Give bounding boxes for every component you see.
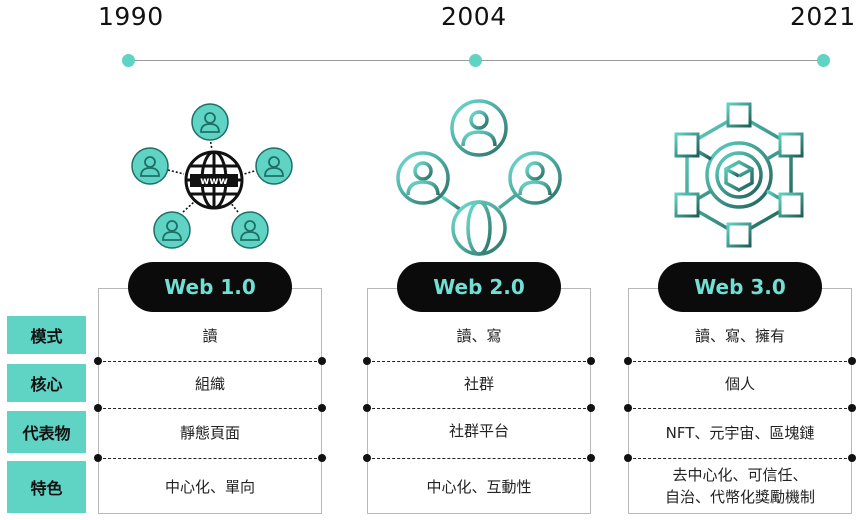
divider — [624, 404, 856, 412]
year-2021: 2021 — [790, 2, 856, 31]
web1-feature: 中心化、單向 — [164, 478, 255, 496]
web3-title: Web 3.0 — [658, 262, 822, 312]
social-network-icon — [395, 98, 565, 262]
web3-feature: 去中心化、可信任、 自治、代幣化獎勵機制 — [664, 466, 815, 506]
web2-mode: 讀、寫 — [456, 327, 502, 345]
divider — [624, 454, 856, 462]
globe-network-icon: www — [128, 100, 298, 260]
web1-title: Web 1.0 — [128, 262, 292, 312]
web1-column — [98, 288, 322, 514]
divider — [94, 357, 326, 365]
web2-core: 社群 — [463, 375, 494, 393]
timeline-dot-2004 — [469, 54, 482, 67]
row-label-feature: 特色 — [7, 461, 86, 513]
row-label-core: 核心 — [7, 364, 86, 402]
svg-text:www: www — [200, 176, 228, 187]
year-1990: 1990 — [98, 2, 164, 31]
divider — [363, 357, 595, 365]
web1-core: 組織 — [194, 375, 225, 393]
row-label-representative: 代表物 — [7, 411, 86, 453]
web2-title: Web 2.0 — [397, 262, 561, 312]
web3-core: 個人 — [724, 375, 755, 393]
timeline-dot-1990 — [122, 54, 135, 67]
divider — [363, 404, 595, 412]
year-2004: 2004 — [441, 2, 507, 31]
timeline-dot-2021 — [817, 54, 830, 67]
blockchain-hexagon-icon — [664, 100, 814, 254]
divider — [94, 454, 326, 462]
web2-column — [367, 288, 591, 514]
web2-feature: 中心化、互動性 — [426, 478, 532, 496]
web3-column — [628, 288, 852, 514]
divider — [624, 357, 856, 365]
divider — [363, 454, 595, 462]
web1-representative: 靜態頁面 — [179, 424, 240, 442]
web3-mode: 讀、寫、擁有 — [694, 327, 785, 345]
web1-mode: 讀 — [202, 327, 218, 345]
web3-representative: NFT、元宇宙、區塊鏈 — [665, 424, 815, 442]
row-label-mode: 模式 — [7, 316, 86, 354]
web2-representative: 社群平台 — [448, 422, 509, 440]
divider — [94, 404, 326, 412]
